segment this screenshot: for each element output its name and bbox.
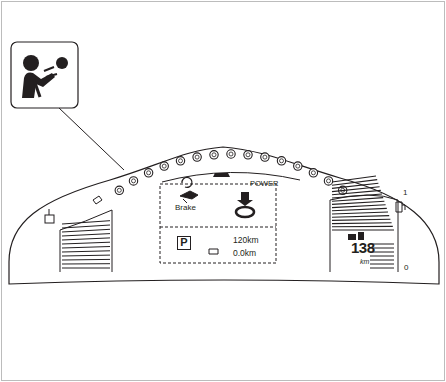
scale-max: 1 bbox=[403, 189, 407, 197]
power-dot bbox=[129, 177, 137, 185]
gauge-bar bbox=[62, 229, 110, 232]
power-dot bbox=[176, 157, 184, 165]
gauge-bar bbox=[332, 219, 390, 220]
gear-indicator: P bbox=[177, 236, 191, 250]
gauge-bar bbox=[332, 198, 383, 202]
leader-line bbox=[58, 107, 124, 170]
display-text: P bbox=[180, 237, 187, 248]
gauge-outline bbox=[60, 210, 112, 272]
gauge-bar bbox=[62, 263, 110, 264]
power-dot-inner bbox=[132, 179, 136, 183]
gauge-bar bbox=[370, 264, 394, 265]
gauge-bar bbox=[62, 238, 110, 240]
charge-gauge bbox=[330, 176, 398, 272]
gauge-bar bbox=[62, 225, 110, 228]
gauge-bar bbox=[370, 268, 394, 269]
power-label: POWER bbox=[250, 180, 278, 188]
gauge-bar bbox=[332, 180, 377, 186]
power-dot bbox=[160, 162, 168, 170]
display-frame bbox=[160, 184, 276, 263]
gauge-bar bbox=[62, 221, 110, 224]
gauge-bar bbox=[62, 251, 110, 252]
power-dot bbox=[294, 162, 302, 170]
gauge-bar bbox=[62, 255, 110, 257]
power-dot bbox=[144, 169, 152, 177]
power-dot-inner bbox=[162, 164, 166, 168]
display-divider bbox=[160, 227, 276, 228]
power-dot bbox=[244, 151, 252, 159]
eco-icon bbox=[182, 177, 192, 187]
display-text: 0.0km bbox=[233, 249, 256, 258]
plug-icon bbox=[93, 196, 102, 204]
info-display: Brake 120km 0.0km P bbox=[161, 185, 275, 262]
brake-icon bbox=[180, 191, 198, 203]
power-dot bbox=[309, 169, 317, 177]
power-dot-inner bbox=[195, 155, 199, 159]
power-dot-inner bbox=[280, 159, 284, 163]
power-dot-inner bbox=[229, 152, 233, 156]
power-dot bbox=[324, 177, 332, 185]
power-dot bbox=[227, 150, 235, 158]
temp-icon bbox=[45, 209, 54, 223]
fuel-icon bbox=[396, 202, 405, 212]
power-dot-inner bbox=[117, 188, 121, 192]
power-dot-inner bbox=[246, 153, 250, 157]
gauge-bar bbox=[62, 268, 110, 269]
gauge-bar bbox=[332, 229, 394, 230]
power-dot bbox=[277, 157, 285, 165]
power-dot bbox=[115, 186, 123, 194]
gauge-bar bbox=[62, 242, 110, 244]
gauge-bar bbox=[332, 176, 376, 182]
power-dot-inner bbox=[296, 164, 300, 168]
power-dot-inner bbox=[327, 179, 331, 183]
range-digits: 138 bbox=[351, 240, 375, 255]
gauge-bar bbox=[332, 212, 388, 214]
gauge-outline bbox=[330, 195, 398, 272]
power-dot-inner bbox=[179, 159, 183, 163]
gauge-bar bbox=[332, 205, 386, 208]
gauge-bar bbox=[332, 226, 393, 228]
power-meter bbox=[115, 150, 347, 195]
battery-icon bbox=[209, 249, 218, 254]
battery-temp-gauge bbox=[60, 210, 112, 272]
power-dot bbox=[193, 153, 201, 161]
gauge-bar bbox=[370, 256, 394, 257]
power-dot-inner bbox=[147, 171, 151, 175]
airbag-icon bbox=[22, 55, 68, 98]
power-dot-inner bbox=[311, 171, 315, 175]
range-icon bbox=[348, 232, 364, 240]
scale-min: 0 bbox=[404, 264, 408, 272]
gauge-bar bbox=[370, 260, 394, 261]
power-dot bbox=[210, 151, 218, 159]
gauge-bar bbox=[332, 201, 384, 204]
gauge-bar bbox=[62, 259, 110, 261]
power-dot-inner bbox=[212, 153, 216, 157]
callout-box bbox=[11, 42, 78, 108]
power-dot-inner bbox=[263, 155, 267, 159]
gauge-bar bbox=[332, 208, 387, 210]
display-text: Brake bbox=[175, 204, 196, 212]
gauge-bar bbox=[62, 234, 110, 236]
gauge-bar bbox=[332, 222, 392, 224]
steering-icon bbox=[236, 192, 254, 217]
car-icon bbox=[213, 173, 230, 177]
gauge-bar bbox=[332, 216, 389, 218]
cluster-outline bbox=[9, 147, 439, 284]
power-dot bbox=[261, 153, 269, 161]
display-text: 120km bbox=[233, 236, 259, 245]
gauge-bar bbox=[62, 247, 110, 249]
range-unit: km bbox=[360, 258, 369, 265]
